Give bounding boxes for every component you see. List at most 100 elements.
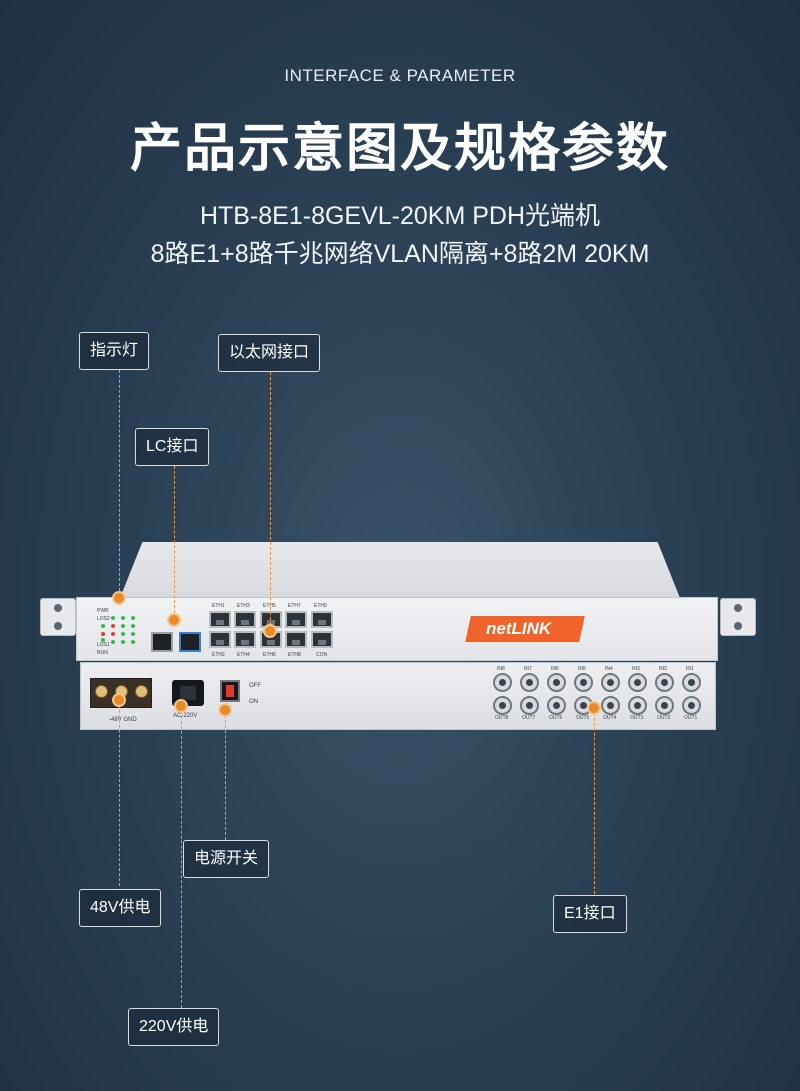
e1-bnc-in [493,673,512,692]
e1-bnc-out [601,696,620,715]
led [121,640,125,644]
brand-logo-text: netLINK [486,619,552,638]
lc-port-1 [151,632,173,652]
switch-on-label: ON [249,699,258,705]
led [121,632,125,636]
e1-out-label: OUT4 [603,715,617,721]
e1-out-label: OUT2 [657,715,671,721]
label-220v: 220V供电 [128,1008,220,1046]
header-en-title: INTERFACE & PARAMETER [284,66,516,85]
led-label: LOS1 [97,642,110,648]
e1-bnc-in [574,673,593,692]
led [121,624,125,628]
led-label: LOS2 [97,616,110,622]
e1-bnc-in [682,673,701,692]
e1-bnc-out [493,696,512,715]
e1-bnc-in [547,673,566,692]
e1-bnc-in [628,673,647,692]
callout-line-ethernet [270,372,271,630]
marker-e1 [587,701,601,715]
e1-in-label: IN4 [605,666,613,672]
e1-out-label: OUT1 [684,715,698,721]
device-top-face [120,542,680,598]
led [101,638,105,642]
label-power-switch: 电源开关 [183,840,270,878]
dc-label: -48V GND [109,717,137,723]
label-48v: 48V供电 [79,889,162,927]
e1-bnc-in [601,673,620,692]
e1-out-label: OUT5 [576,715,590,721]
e1-bnc-out [682,696,701,715]
console-port [311,631,333,648]
callout-line-220v [181,706,182,1008]
eth-label: ETH6 [263,652,276,658]
e1-bnc-out [520,696,539,715]
terminal-screw [135,685,148,698]
callout-line-48v [119,700,120,886]
led [111,616,115,620]
device-back-panel: -48V GND AC-220V OFF ON IN8 IN7 IN6 IN5 … [80,662,716,730]
led [111,632,115,636]
eth-label: ETH5 [263,603,276,609]
e1-out-label: OUT6 [549,715,563,721]
e1-bnc-in [655,673,674,692]
eth-port [234,611,256,628]
eth-port [234,631,256,648]
e1-bnc-out [628,696,647,715]
ac-label: AC-220V [173,713,198,719]
marker-lc [167,613,181,627]
e1-in-label: IN3 [632,666,640,672]
power-switch[interactable] [220,680,240,702]
led [111,624,115,628]
led [131,632,135,636]
marker-48v [112,693,126,707]
callout-line-switch [225,710,226,840]
led [131,616,135,620]
eth-port [209,631,231,648]
eth-port [285,631,307,648]
rack-ear-left [40,598,76,636]
eth-port [285,611,307,628]
callout-line-lc [174,466,175,618]
marker-indicator [112,591,126,605]
label-lc: LC接口 [135,428,210,466]
eth-label: ETH4 [237,652,250,658]
e1-out-label: OUT8 [495,715,509,721]
eth-port [311,611,333,628]
e1-bnc-in [520,673,539,692]
terminal-screw [95,685,108,698]
eth-label: ETH1 [212,603,225,609]
e1-in-label: IN8 [497,666,505,672]
marker-switch [218,703,232,717]
led-label: RUN [97,650,108,656]
e1-bnc-out [547,696,566,715]
led [131,640,135,644]
e1-in-label: IN5 [578,666,586,672]
device-front-panel: PWR LOS2 LOS1 RUN ETH1 ETH3 ETH5 [76,597,718,661]
e1-out-label: OUT7 [522,715,536,721]
led [111,640,115,644]
e1-in-label: IN1 [686,666,694,672]
eth-label: ETH9 [314,603,327,609]
eth-label: ETH3 [237,603,250,609]
label-indicator: 指示灯 [79,332,150,370]
e1-in-label: IN2 [659,666,667,672]
marker-ethernet [263,624,277,638]
eth-label: ETH2 [212,652,225,658]
led [101,624,105,628]
e1-bnc-out [655,696,674,715]
e1-out-label: OUT3 [630,715,644,721]
model-text: HTB-8E1-8GEVL-20KM PDH光端机 [199,202,601,230]
led-label: PWR [97,608,109,614]
header-cn-title: 产品示意图及规格参数 [129,120,670,178]
led [121,616,125,620]
label-ethernet: 以太网接口 [218,334,321,372]
eth-label: ETH8 [288,652,301,658]
callout-line-e1 [594,708,595,894]
eth-label: CON [316,652,328,658]
description-text: 8路E1+8路千兆网络VLAN隔离+8路2M 20KM [150,240,650,268]
brand-logo: netLINK [465,616,585,642]
dc-terminal-block [90,678,152,708]
callout-line-indicator [119,370,120,596]
eth-port [209,611,231,628]
